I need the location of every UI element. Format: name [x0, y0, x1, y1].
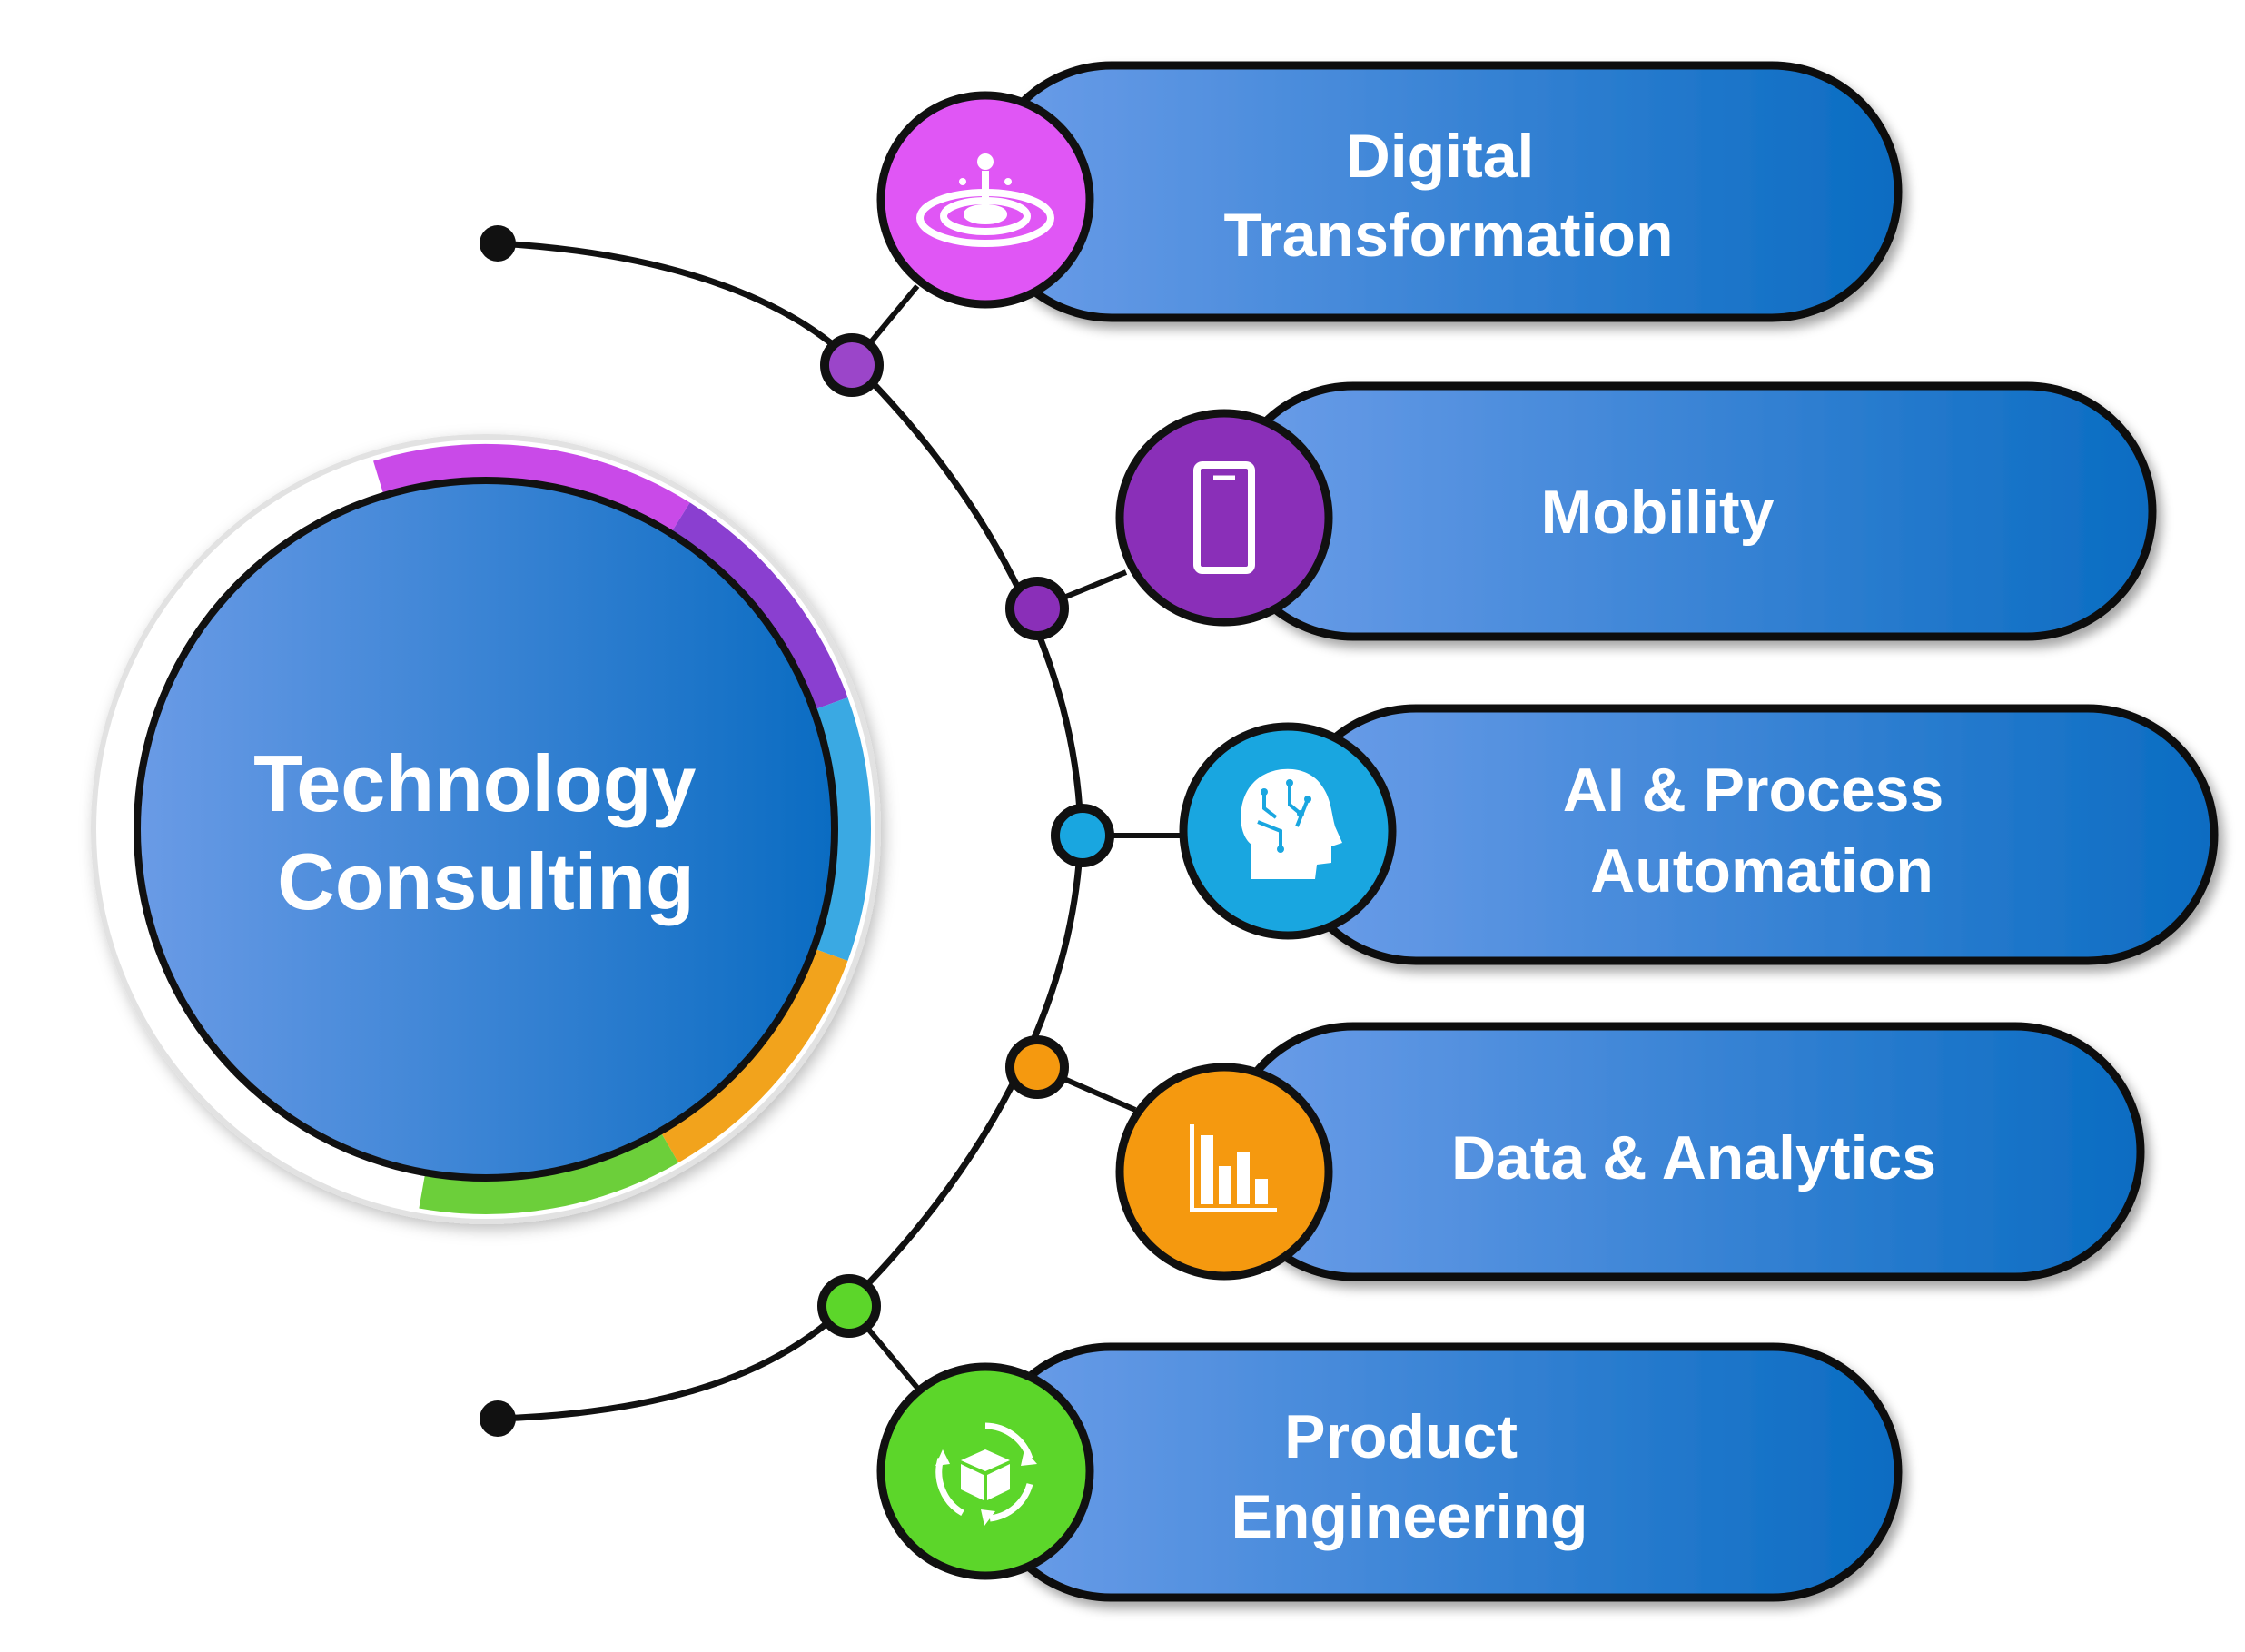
arc-node-2 [1005, 577, 1069, 640]
item-3-label-line-2: Automation [1590, 836, 1933, 905]
item-data-analytics: Data & Analytics [1005, 1022, 2145, 1281]
item-mobility: Mobility [1005, 381, 2157, 641]
item-1-label: Digital Transformation [1224, 122, 1674, 270]
water-drop-ripple-icon [916, 153, 1054, 247]
ring-segment-violet [669, 502, 848, 711]
ring-segment-blue [811, 697, 871, 962]
center-hub: Technology Consulting [91, 434, 881, 1224]
center-disc [134, 477, 838, 1182]
item-4-label: Data & Analytics [1451, 1123, 1936, 1192]
arc-node-5 [817, 1274, 881, 1338]
ai-head-circuit-icon [1241, 768, 1342, 879]
bar-chart-icon [1190, 1124, 1277, 1212]
arc-node-3 [1051, 804, 1114, 867]
item-5-label: Product Engineering [1231, 1402, 1588, 1551]
item-2-label-line-1: Mobility [1541, 478, 1775, 547]
item-5-pill [981, 1342, 1903, 1602]
item-5-label-line-1: Product [1284, 1402, 1518, 1471]
item-ai-process-automation: AI & Process Automation [1051, 704, 2219, 965]
item-3-pill [1285, 704, 2219, 965]
item-3-label: AI & Process Automation [1563, 756, 1961, 905]
item-2-icon-circle [1115, 409, 1333, 627]
package-cycle-icon [935, 1422, 1037, 1526]
item-product-engineering: Product Engineering [817, 1274, 1903, 1602]
center-color-ring [373, 444, 871, 1214]
item-1-label-line-2: Transformation [1224, 201, 1674, 270]
arc-end-dot-top [480, 225, 516, 262]
item-5-label-line-2: Engineering [1231, 1482, 1588, 1551]
center-title: Technology Consulting [253, 738, 718, 926]
center-title-line-2: Consulting [277, 836, 694, 926]
item-1-pill [981, 61, 1903, 322]
item-digital-transformation: Digital Transformation [820, 61, 1903, 397]
item-3-label-line-1: AI & Process [1563, 756, 1944, 825]
ring-segment-green [419, 1129, 678, 1214]
ring-segment-purple [373, 444, 690, 536]
center-title-line-1: Technology [253, 738, 696, 828]
arc-node-4 [1005, 1035, 1069, 1099]
item-1-label-line-1: Digital [1346, 122, 1535, 191]
arc-node-1 [820, 333, 884, 397]
item-2-label: Mobility [1541, 478, 1775, 547]
ring-segment-orange [658, 947, 848, 1163]
arc-end-dot-bottom [480, 1400, 516, 1437]
smartphone-icon [1193, 461, 1255, 574]
item-4-label-line-1: Data & Analytics [1451, 1123, 1936, 1192]
